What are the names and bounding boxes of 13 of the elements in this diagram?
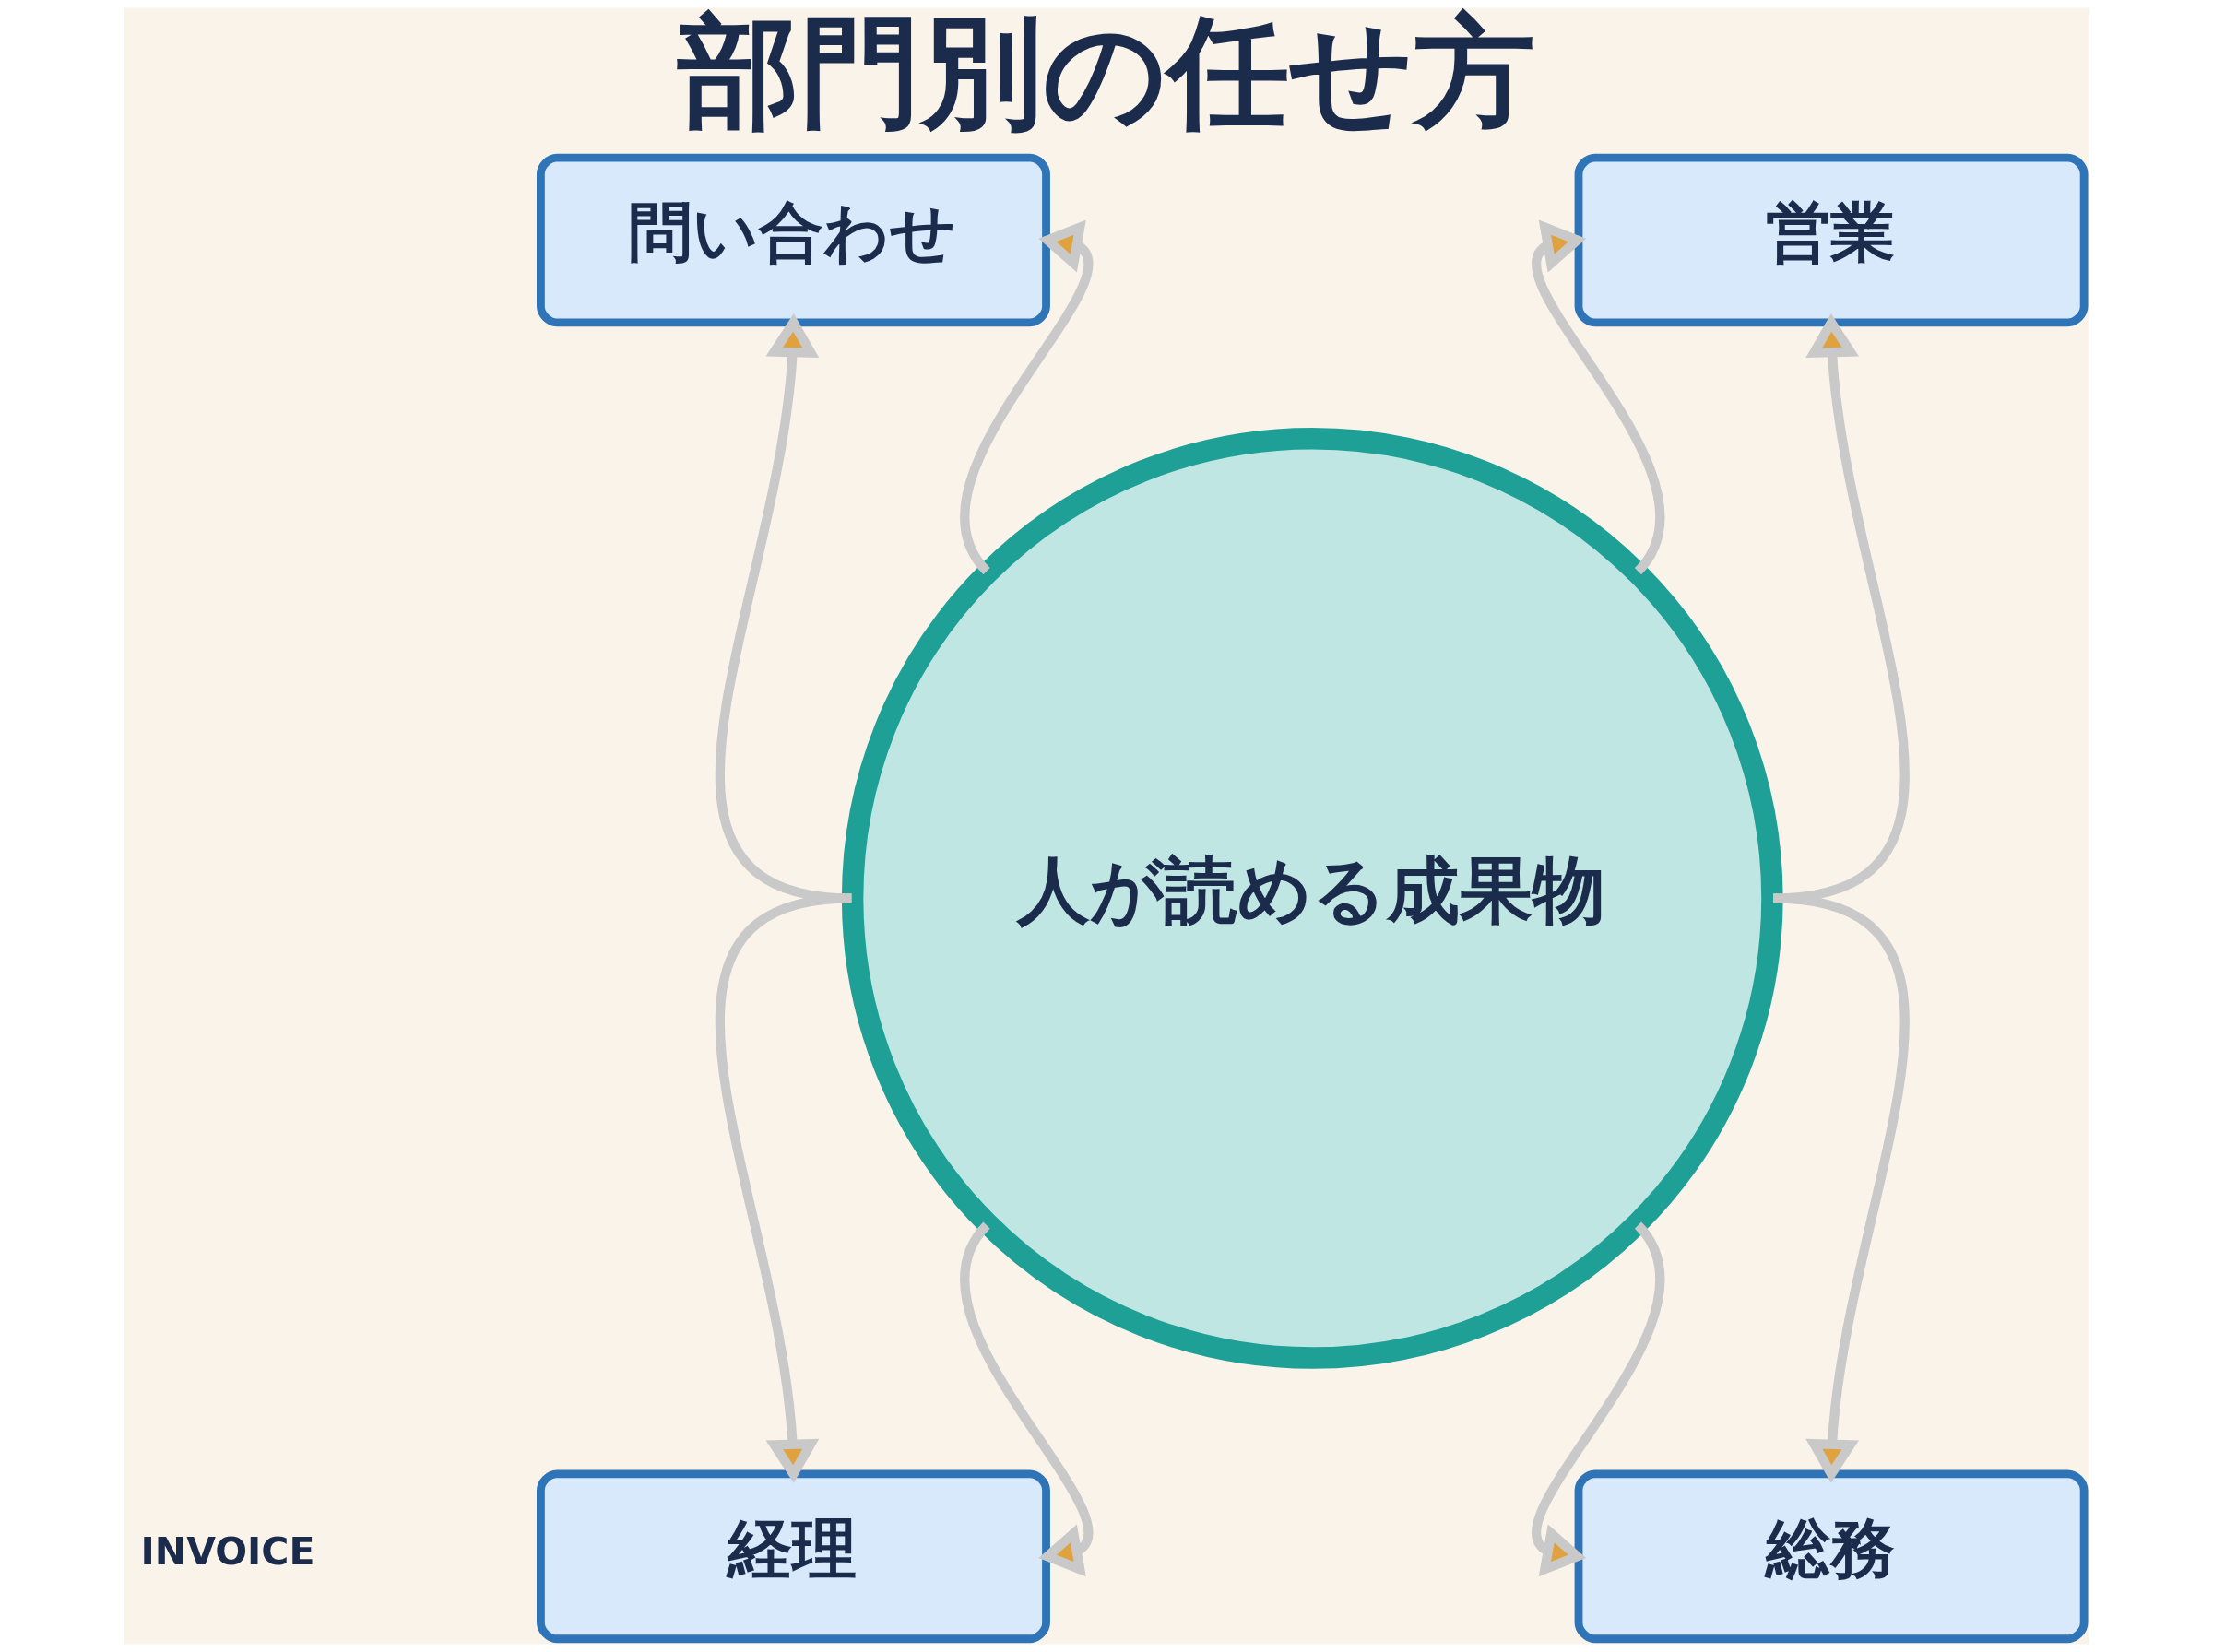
arrow <box>959 219 1092 574</box>
node-box: 総務 <box>1574 1469 2089 1644</box>
arrow <box>959 1222 1092 1577</box>
node-box: 営業 <box>1574 153 2089 327</box>
arrow <box>715 893 852 1483</box>
node-box: 問い合わせ <box>536 153 1050 327</box>
diagram-title: 部門別の任せ方 <box>677 2 1535 144</box>
label: INVOICE <box>140 1528 314 1574</box>
node-circle: 人が読める成果物 <box>841 428 1783 1369</box>
node-box: 経理 <box>536 1469 1050 1644</box>
arrow <box>1772 893 1910 1483</box>
arrow <box>1532 1222 1664 1577</box>
arrow <box>1532 219 1664 574</box>
